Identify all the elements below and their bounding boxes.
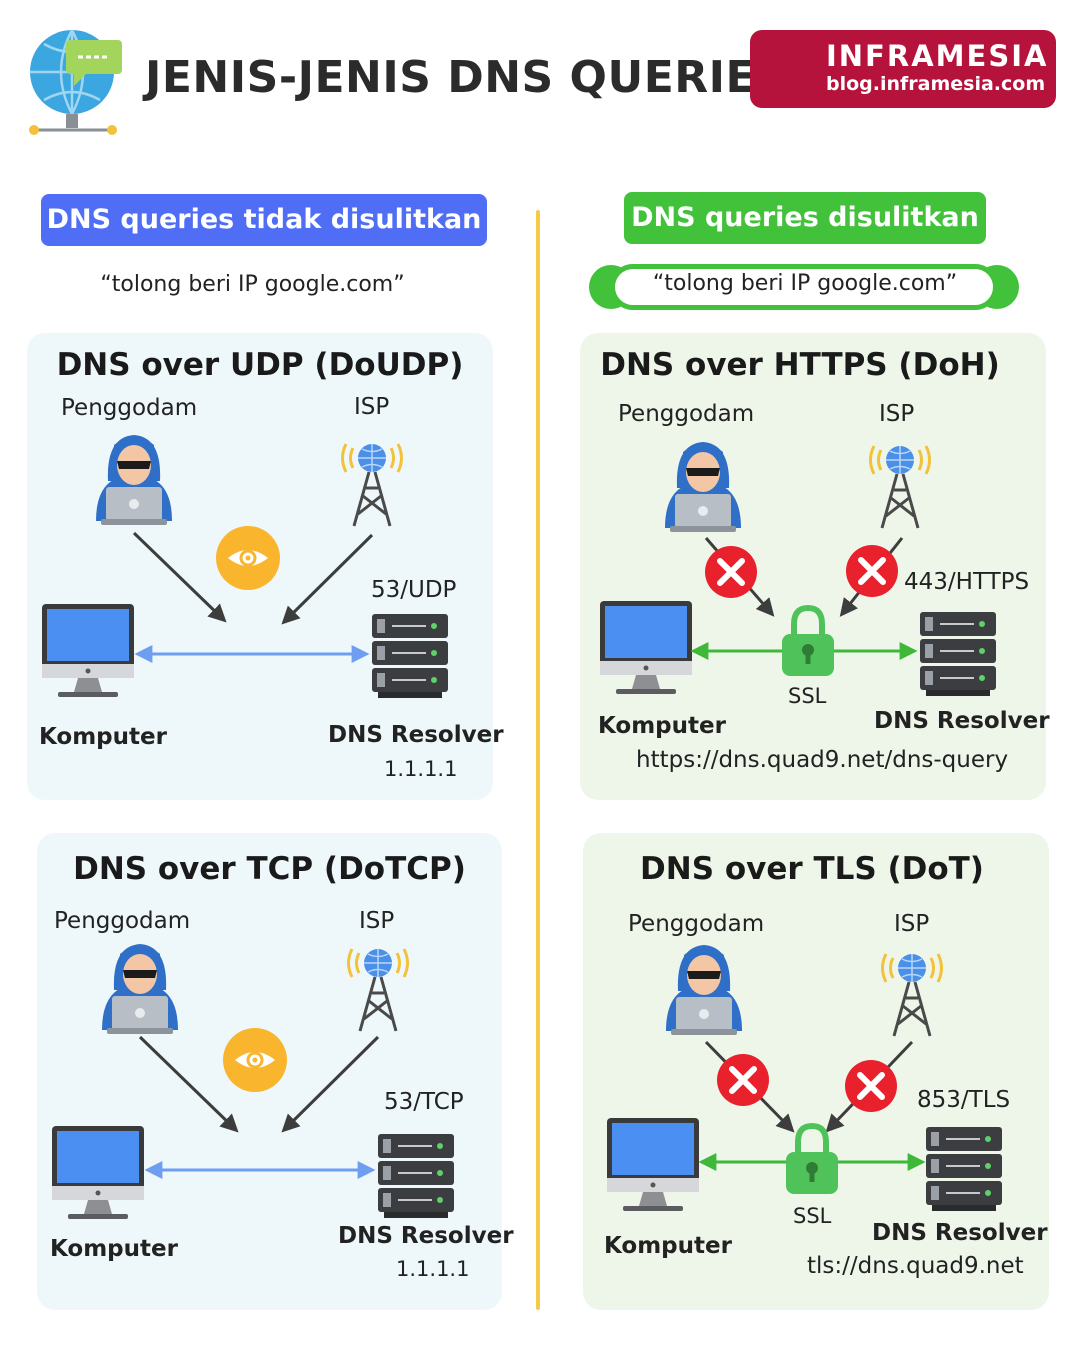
computer-icon	[52, 1126, 144, 1219]
column-divider	[536, 210, 540, 1310]
computer-label: Komputer	[598, 713, 726, 739]
blocked-icon	[705, 546, 757, 598]
ssl-lock-icon	[782, 608, 834, 676]
encrypted-query-quote: “tolong beri IP google.com”	[652, 271, 958, 296]
eye-icon	[214, 524, 282, 592]
panel-doh: DNS over HTTPS (DoH) Penggodam ISP 443/H…	[580, 333, 1050, 800]
dns-server-icon	[919, 611, 997, 697]
isp-tower-icon	[341, 442, 403, 528]
ssl-lock-icon	[786, 1126, 838, 1194]
page-title: JENIS-JENIS DNS QUERIES	[145, 52, 789, 103]
brand-url: blog.inframesia.com	[826, 73, 1046, 95]
computer-icon	[600, 601, 692, 694]
isp-label: ISP	[879, 401, 915, 427]
dns-server-icon	[377, 1133, 455, 1219]
isp-label: ISP	[354, 394, 390, 420]
resolver-address: tls://dns.quad9.net	[807, 1253, 1024, 1279]
ssl-label: SSL	[788, 684, 827, 708]
hacker-icon	[665, 442, 741, 532]
port-label: 853/TLS	[917, 1087, 1011, 1113]
resolver-address: 1.1.1.1	[384, 757, 458, 781]
hacker-icon	[666, 945, 742, 1035]
blocked-icon	[717, 1054, 769, 1106]
port-label: 443/HTTPS	[904, 569, 1030, 595]
isp-tower-icon	[881, 952, 943, 1038]
panel-dotcp: DNS over TCP (DoTCP) Penggodam ISP 53/TC…	[37, 833, 514, 1310]
attacker-label: Penggodam	[628, 911, 765, 937]
computer-label: Komputer	[50, 1236, 178, 1262]
panel-title: DNS over TCP (DoTCP)	[73, 851, 466, 887]
resolver-address: https://dns.quad9.net/dns-query	[636, 747, 1009, 773]
dns-server-icon	[371, 613, 449, 699]
blocked-icon	[846, 545, 898, 597]
ssl-label: SSL	[793, 1204, 832, 1228]
resolver-label: DNS Resolver	[874, 708, 1050, 734]
dns-server-icon	[925, 1126, 1003, 1212]
computer-icon	[607, 1118, 699, 1211]
resolver-label: DNS Resolver	[338, 1223, 514, 1249]
isp-label: ISP	[894, 911, 930, 937]
attacker-label: Penggodam	[54, 908, 191, 934]
computer-icon	[42, 604, 134, 697]
hacker-icon	[96, 435, 172, 525]
doh-graphics	[600, 442, 997, 697]
port-label: 53/TCP	[384, 1089, 464, 1115]
eye-icon	[221, 1026, 289, 1094]
dot-graphics	[607, 945, 1003, 1212]
brand-name: INFRAMESIA	[826, 39, 1049, 73]
panel-title: DNS over TLS (DoT)	[640, 851, 984, 887]
dotcp-graphics	[52, 944, 455, 1219]
resolver-label: DNS Resolver	[328, 722, 504, 748]
attacker-label: Penggodam	[618, 401, 755, 427]
panel-title: DNS over HTTPS (DoH)	[600, 347, 1000, 383]
plain-query-quote: “tolong beri IP google.com”	[100, 272, 405, 297]
hacker-icon	[102, 944, 178, 1034]
isp-tower-icon	[869, 444, 931, 530]
isp-tower-icon	[347, 947, 409, 1033]
encrypted-query-capsule	[588, 264, 1020, 310]
computer-label: Komputer	[39, 724, 167, 750]
blocked-icon	[845, 1060, 897, 1112]
resolver-label: DNS Resolver	[872, 1220, 1048, 1246]
doudp-graphics	[42, 435, 449, 699]
panel-doudp: DNS over UDP (DoUDP) Penggodam ISP 53/UD…	[27, 333, 504, 800]
unencrypted-heading: DNS queries tidak disulitkan	[41, 194, 487, 246]
encrypted-heading: DNS queries disulitkan	[624, 192, 986, 244]
brand-badge: INFRAMESIA blog.inframesia.com	[750, 30, 1056, 108]
isp-label: ISP	[359, 908, 395, 934]
panel-title: DNS over UDP (DoUDP)	[56, 347, 464, 383]
attacker-label: Penggodam	[61, 395, 198, 421]
globe-chat-icon	[29, 29, 122, 135]
resolver-address: 1.1.1.1	[396, 1257, 470, 1281]
computer-label: Komputer	[604, 1233, 732, 1259]
panel-dot: DNS over TLS (DoT) Penggodam ISP 853/TLS…	[583, 833, 1049, 1310]
port-label: 53/UDP	[371, 577, 457, 603]
